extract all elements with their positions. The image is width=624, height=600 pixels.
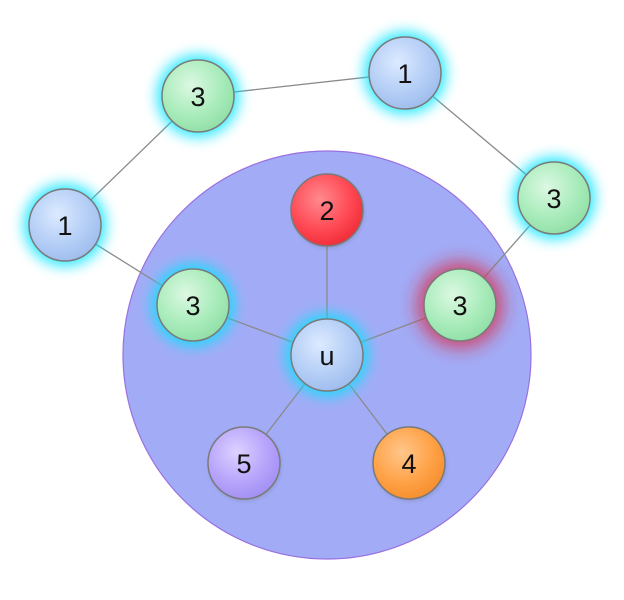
nodes-layer: u 2 3 3 5 4 1 3 1 3 — [24, 32, 595, 501]
node-circle — [372, 426, 446, 500]
node-circle — [368, 36, 442, 110]
node-label: 4 — [401, 449, 416, 479]
node-circle — [156, 268, 230, 342]
node-circle — [290, 318, 364, 392]
node-circle — [517, 161, 591, 235]
node-circle — [28, 188, 102, 262]
node-circle — [290, 173, 364, 247]
node-label: 2 — [319, 196, 334, 226]
node-label: 1 — [57, 211, 72, 241]
node-u: u — [286, 314, 368, 396]
node-label: u — [319, 341, 334, 371]
node-circle — [423, 268, 497, 342]
node-label: 3 — [546, 184, 561, 214]
node-circle — [161, 59, 235, 133]
node-n5: 5 — [207, 426, 281, 501]
node-n4: 4 — [372, 426, 446, 501]
node-n3-top: 3 — [157, 55, 239, 137]
node-label: 5 — [236, 449, 251, 479]
node-circle — [207, 426, 281, 500]
node-label: 3 — [185, 291, 200, 321]
node-n3-far-right: 3 — [513, 157, 595, 239]
node-label: 3 — [452, 291, 467, 321]
node-n1-top: 1 — [364, 32, 446, 114]
node-n1-left: 1 — [24, 184, 106, 266]
node-n2: 2 — [290, 173, 364, 248]
node-n3-left: 3 — [152, 264, 234, 346]
node-label: 1 — [397, 59, 412, 89]
node-n3-right: 3 — [417, 262, 503, 348]
node-label: 3 — [190, 82, 205, 112]
